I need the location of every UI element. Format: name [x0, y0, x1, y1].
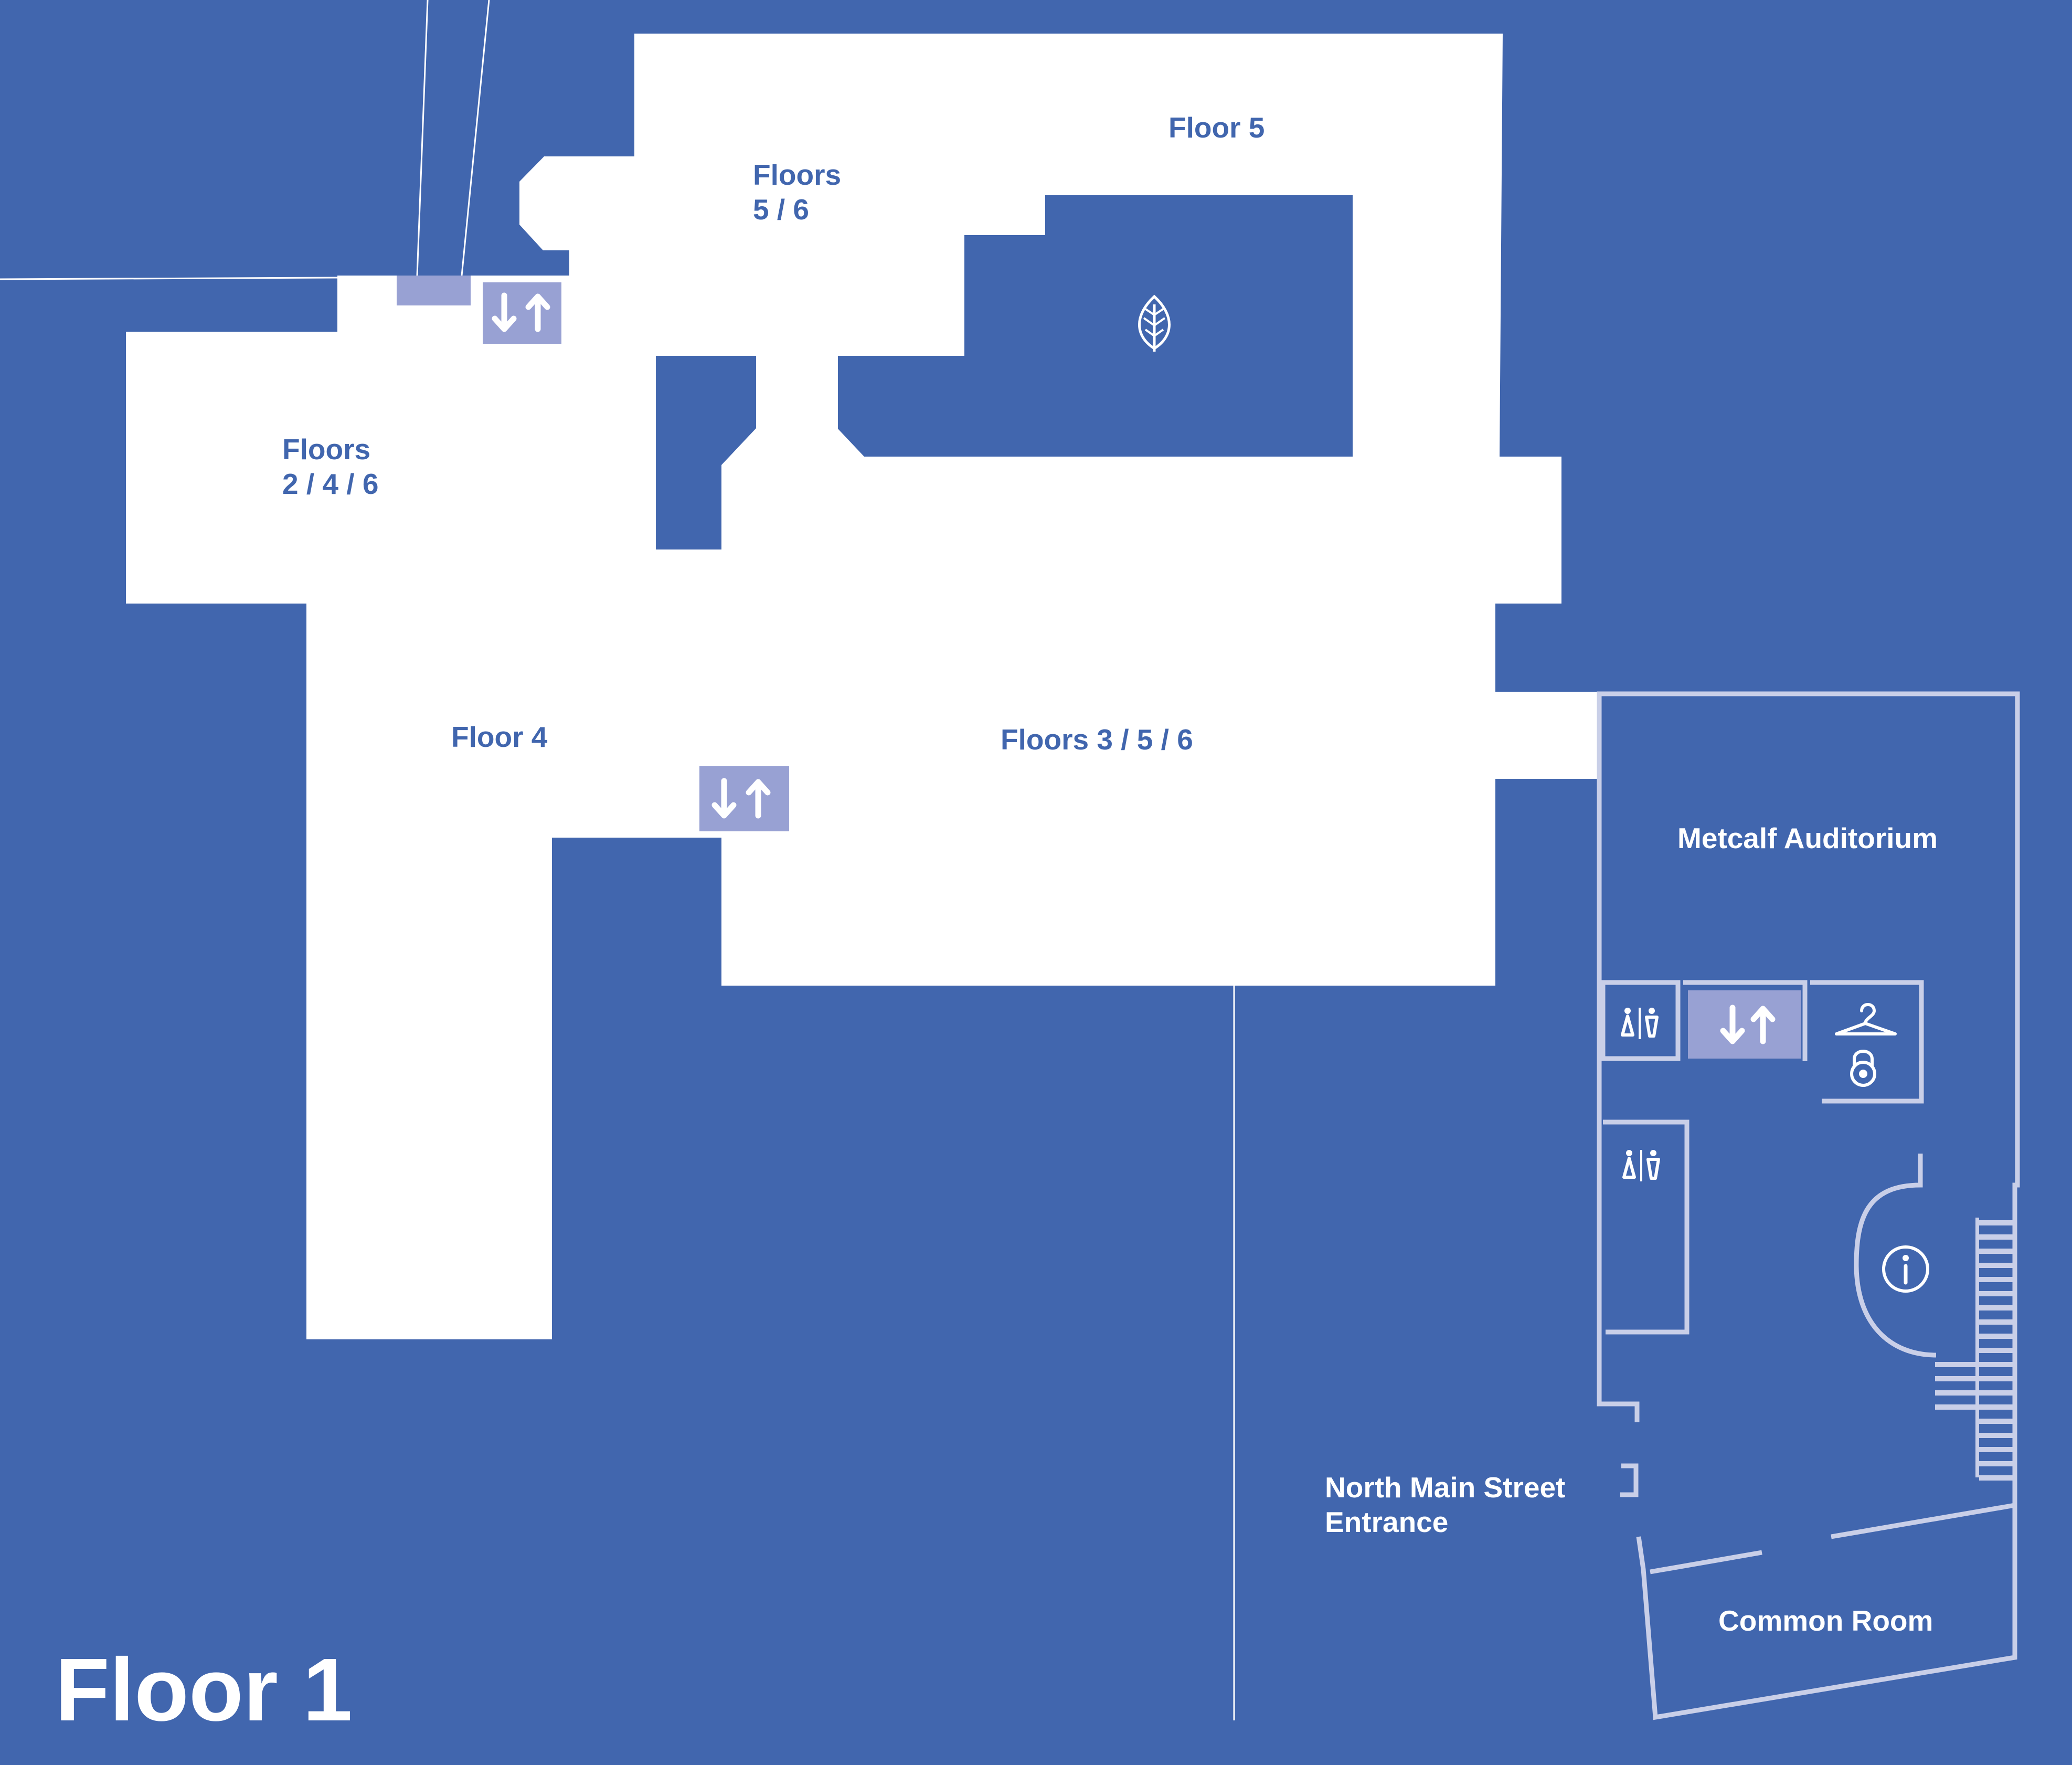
page-title: Floor 1	[55, 1640, 353, 1740]
elevator-icon[interactable]	[483, 282, 561, 344]
restroom-box-lower	[1603, 1119, 1690, 1335]
label-floor-5: Floor 5	[1168, 111, 1265, 144]
elevator-bay-outline	[1683, 980, 1808, 1061]
upper-floor-areas	[126, 34, 1598, 1339]
label-entrance-line2: Entrance	[1325, 1506, 1448, 1538]
restroom-box-top	[1600, 980, 1681, 1061]
label-floors-3-5-6: Floors 3 / 5 / 6	[1001, 723, 1193, 756]
elevator-icon[interactable]	[1688, 990, 1801, 1059]
label-floor-4: Floor 4	[451, 721, 548, 753]
restroom-icon	[1621, 1008, 1659, 1039]
area-floors-5-6-and-5	[126, 34, 1598, 1339]
locker-icon	[1850, 1050, 1876, 1087]
elevator-icon[interactable]	[699, 766, 789, 831]
leaf-icon	[1138, 294, 1171, 352]
corridor-line-left	[416, 0, 429, 276]
label-floors-5-6-line1: Floors	[753, 158, 841, 191]
label-floors-5-6-line2: 5 / 6	[753, 193, 809, 226]
building-outer-wall	[1597, 691, 2020, 1720]
restroom-icon	[1622, 1150, 1660, 1181]
common-room-wall-right	[1831, 1503, 2015, 1539]
info-desk-outline	[1854, 1154, 1937, 1358]
stairs-icon	[1935, 1218, 2017, 1481]
label-common-room: Common Room	[1718, 1604, 1933, 1637]
coat-check-box	[1810, 980, 1924, 1104]
label-metcalf-auditorium: Metcalf Auditorium	[1677, 822, 1938, 854]
label-floors-2-4-6-line1: Floors	[282, 433, 370, 466]
street-line	[0, 277, 338, 280]
stair-landing	[397, 276, 471, 305]
floor1-outline	[1597, 691, 2020, 1720]
coat-check-icon	[1835, 1003, 1897, 1035]
corridor-line-right	[461, 0, 490, 276]
info-icon[interactable]	[1882, 1245, 1929, 1293]
common-room-wall-left	[1650, 1550, 1762, 1574]
label-floors-2-4-6-line2: 2 / 4 / 6	[282, 468, 378, 500]
boundary-lines	[0, 0, 1235, 1720]
label-entrance-line1: North Main Street	[1325, 1471, 1565, 1504]
